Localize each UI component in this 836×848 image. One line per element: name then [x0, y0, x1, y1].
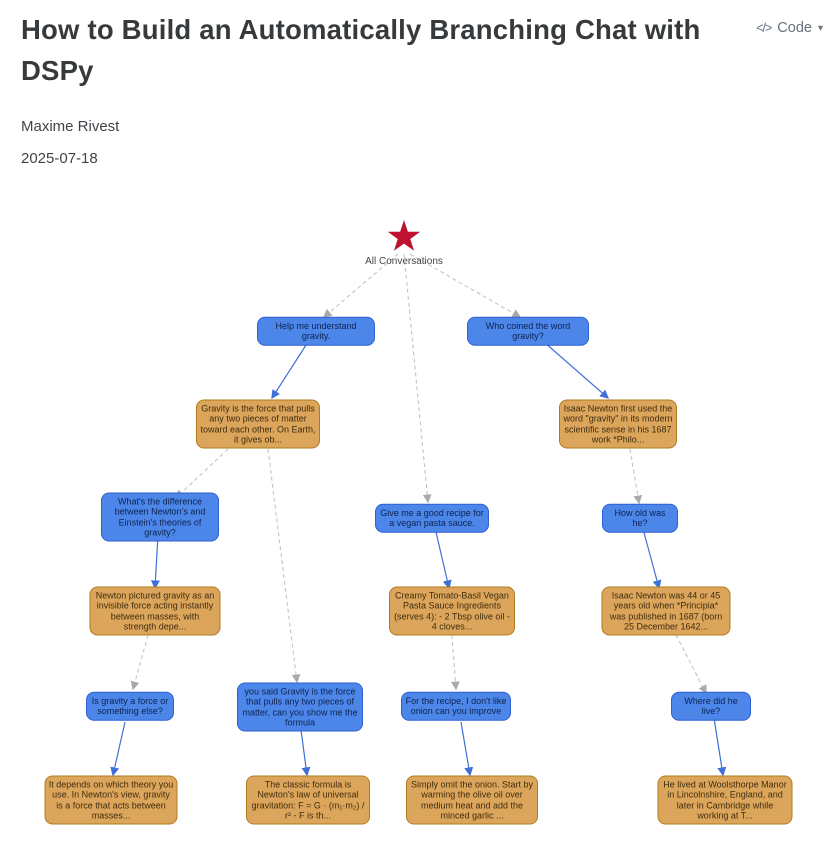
tree-edge	[175, 448, 229, 499]
tree-edge	[271, 341, 309, 400]
root-star-icon[interactable]	[387, 220, 421, 251]
tree-node-q-how-old[interactable]: How old was he?	[602, 503, 678, 533]
tree-node-q-help-gravity[interactable]: Help me understand gravity.	[257, 316, 375, 346]
tree-edge	[150, 534, 160, 590]
tree-node-a-woolsthorpe[interactable]: He lived at Woolsthorpe Manor in Lincoln…	[657, 775, 793, 825]
tree-edge	[543, 341, 610, 399]
page-title: How to Build an Automatically Branching …	[21, 14, 701, 86]
tree-node-a-omit-onion[interactable]: Simply omit the onion. Start by warming …	[406, 775, 538, 825]
tree-node-a-newton-pictured[interactable]: Newton pictured gravity as an invisible …	[89, 586, 221, 636]
tree-edge	[675, 634, 707, 695]
tree-edge	[300, 729, 311, 777]
chevron-down-icon: ▾	[817, 23, 823, 34]
tree-edge	[451, 634, 460, 691]
tree-edge	[713, 717, 727, 777]
tree-edge	[110, 721, 126, 777]
tree-node-a-classic-formula[interactable]: The classic formula is Newton's law of u…	[246, 775, 370, 825]
tree-edge	[460, 721, 474, 777]
code-button-label: Code	[777, 20, 812, 36]
code-dropdown-button[interactable]: </> Code ▾	[756, 20, 823, 36]
tree-node-a-gravity-force[interactable]: Gravity is the force that pulls any two …	[196, 399, 320, 449]
code-icon: </>	[756, 21, 772, 35]
tree-edge	[629, 448, 643, 505]
tree-node-q-where-live[interactable]: Where did he live?	[671, 691, 751, 721]
tree-node-q-who-coined[interactable]: Who coined the word gravity?	[467, 316, 589, 346]
tree-edge	[403, 253, 432, 504]
author-name: Maxime Rivest	[21, 118, 120, 136]
page-header: How to Build an Automatically Branching …	[0, 0, 836, 167]
tree-edge	[130, 634, 149, 691]
tree-edge	[642, 528, 662, 590]
tree-node-a-newton-age[interactable]: Isaac Newton was 44 or 45 years old when…	[601, 586, 731, 636]
tree-node-q-no-onion[interactable]: For the recipe, I don't like onion can y…	[401, 691, 511, 721]
publish-date: 2025-07-18	[21, 150, 98, 168]
root-label: All Conversations	[365, 256, 443, 267]
tree-edge	[267, 448, 301, 684]
tree-node-q-force-or-else[interactable]: Is gravity a force or something else?	[86, 691, 174, 721]
tree-node-q-show-formula[interactable]: you said Gravity is the force that pulls…	[237, 682, 363, 732]
tree-node-a-depends-theory[interactable]: It depends on which theory you use. In N…	[44, 775, 178, 825]
tree-node-q-vegan-recipe[interactable]: Give me a good recipe for a vegan pasta …	[375, 503, 489, 533]
tree-node-q-difference[interactable]: What's the difference between Newton's a…	[101, 492, 219, 542]
tree-node-a-newton-coined[interactable]: Isaac Newton first used the word "gravit…	[559, 399, 677, 449]
tree-node-a-creamy-sauce[interactable]: Creamy Tomato-Basil Vegan Pasta Sauce In…	[389, 586, 515, 636]
tree-edge	[435, 531, 452, 590]
